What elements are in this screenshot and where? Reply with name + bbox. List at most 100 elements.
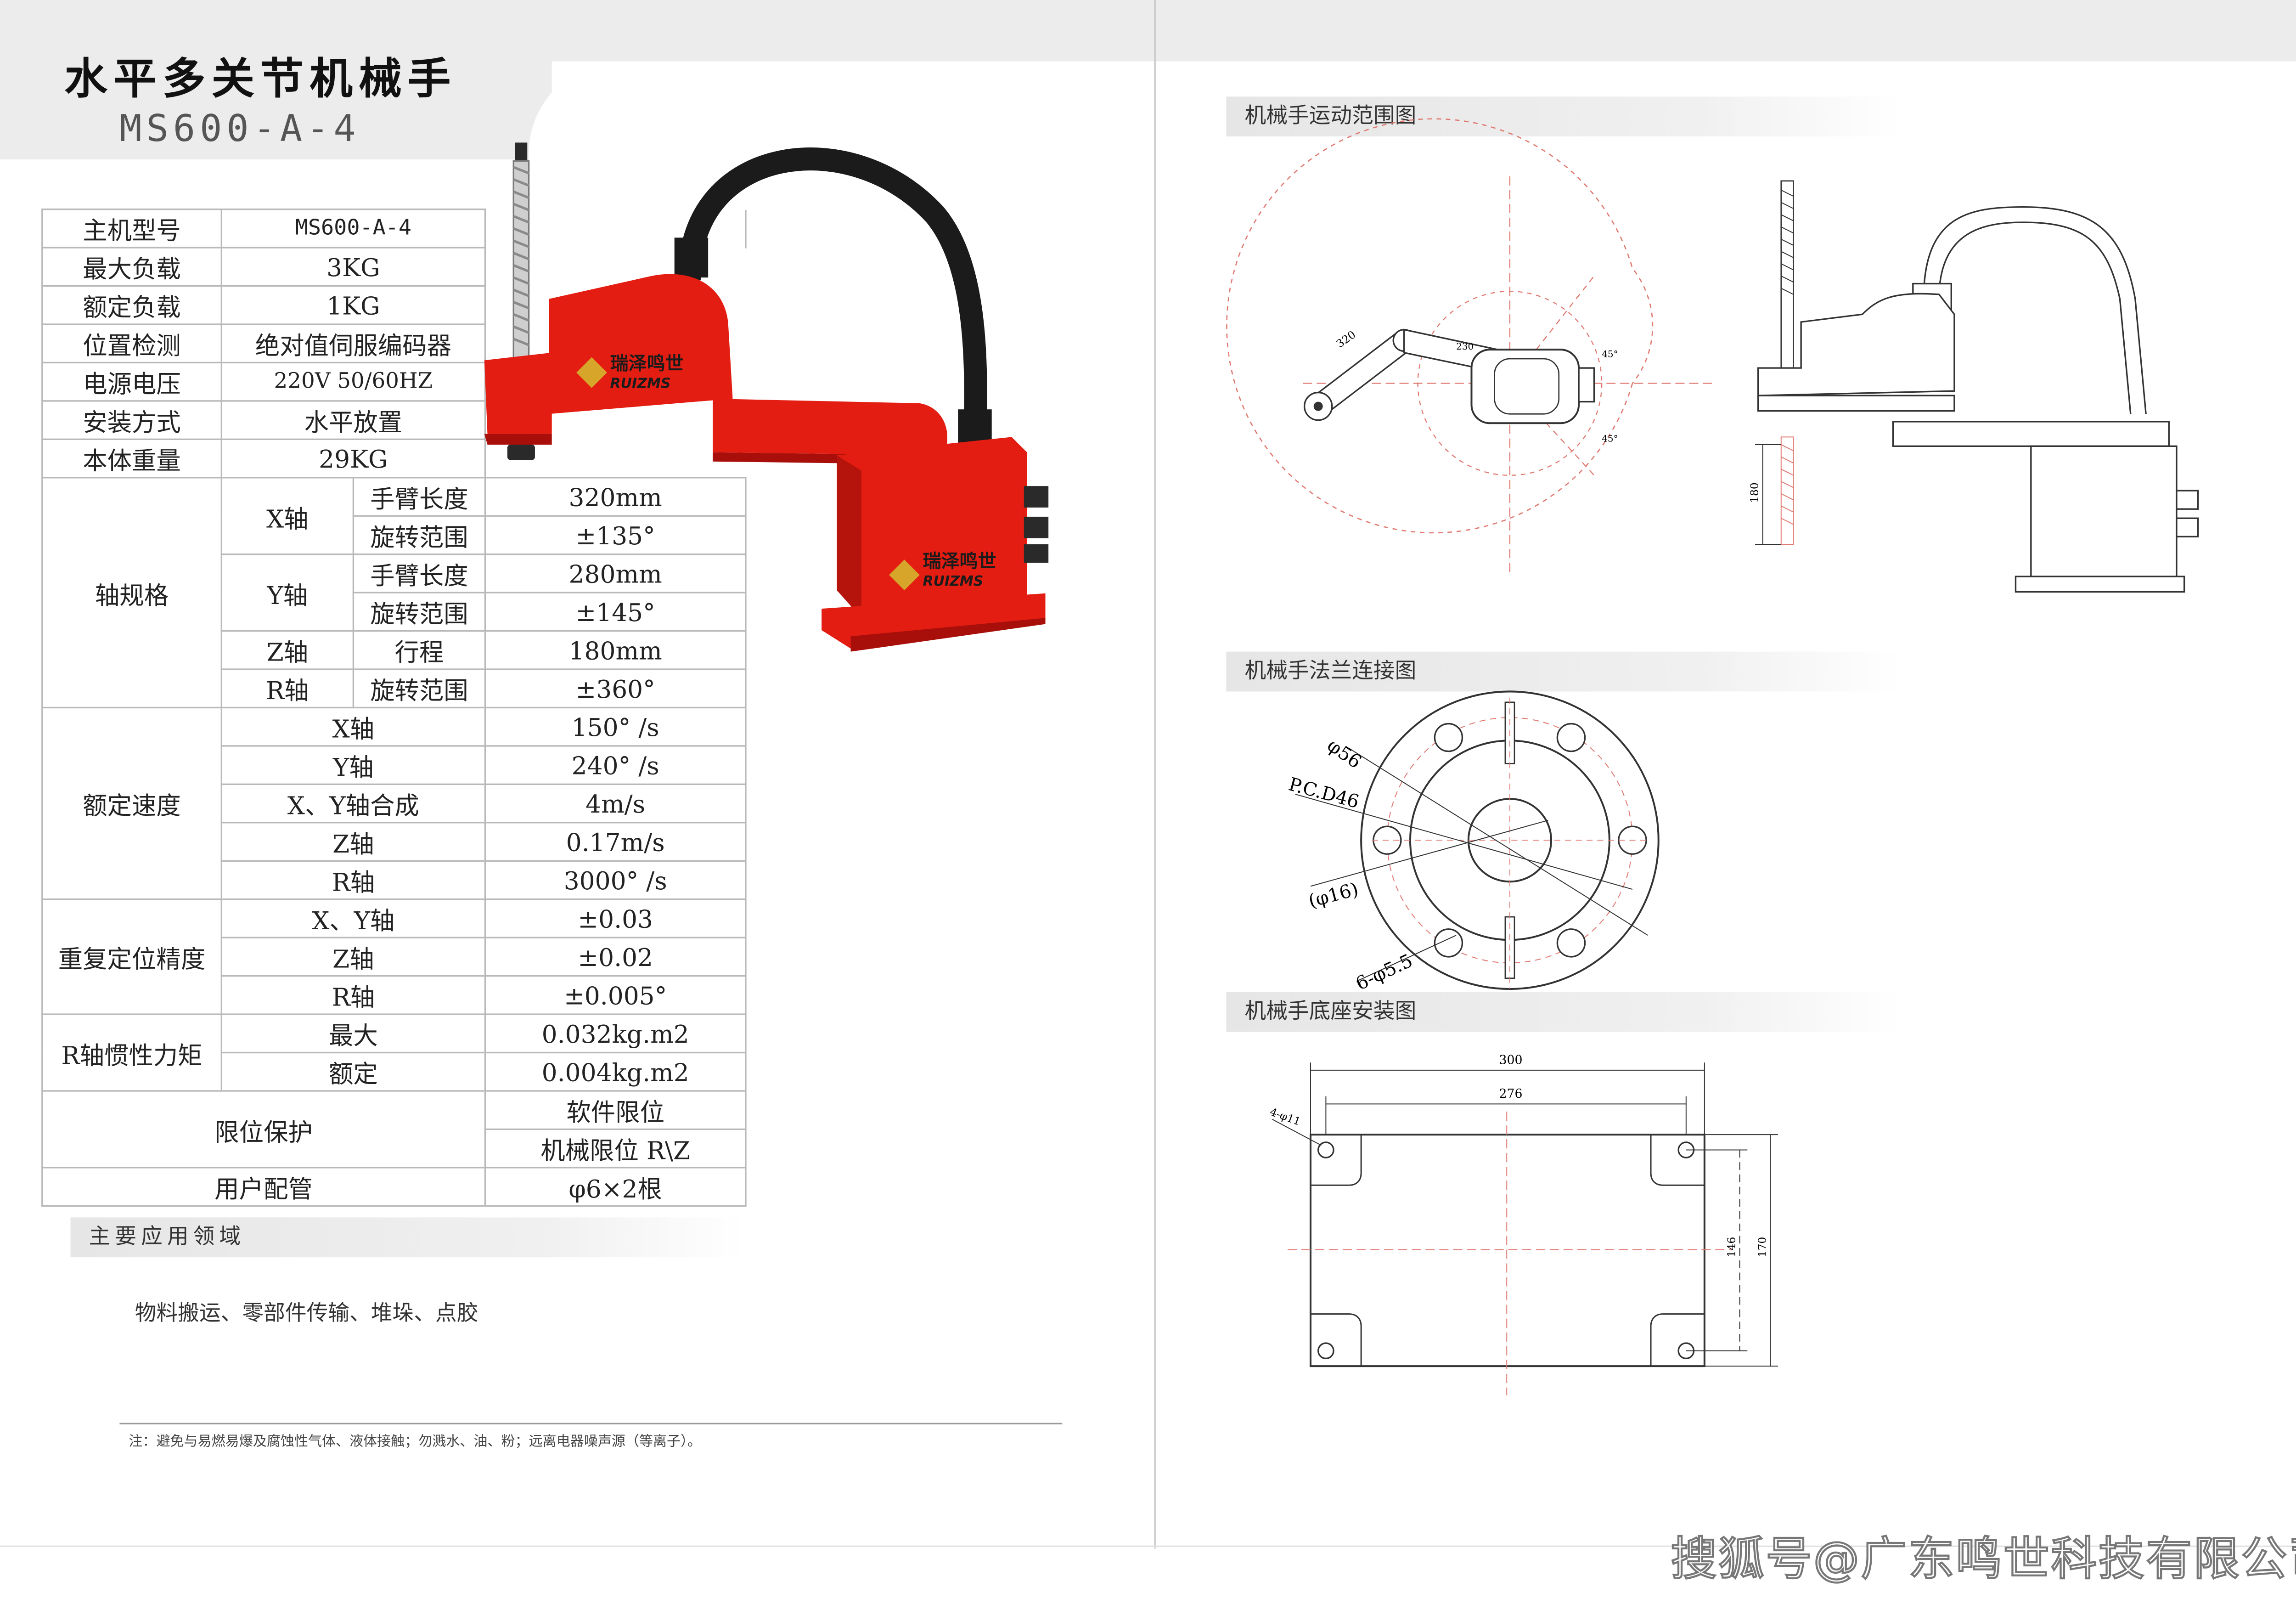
spec-value: 0.17m/s [484,822,747,862]
side-connector [1024,544,1049,563]
arm-front-block [484,352,552,434]
brand-mark-icon [576,357,607,388]
table-row: 额定速度 X轴 150° /s [41,706,747,900]
spec-value: ±360° [484,668,747,709]
spec-value: 0.032kg.m2 [484,1013,747,1054]
brand-logo-arm: 瑞泽鸣世 RUIZMS [576,352,684,392]
title-gray-band [0,0,552,160]
spec-sub-label: X轴 [220,706,486,747]
spec-value: ±145° [484,592,747,632]
base-heading: 机械手底座安装图 [1244,1000,1417,1024]
holes-label: 6-φ5.5 [1353,950,1416,994]
spec-sub-label: R轴 [220,860,486,900]
leader-line [1348,748,1648,936]
cable-connector-top [674,237,709,278]
mounting-hole [1317,1141,1334,1158]
spec-value: ±135° [484,515,747,555]
table-row: R轴惯性力矩 最大 0.032kg.m2 [41,1013,747,1092]
shaft-extension-outline [1780,436,1794,545]
spec-value: 220V 50/60HZ [220,361,486,402]
lower-arm [713,398,947,456]
table-row: 用户配管 φ6×2根 [41,1167,747,1207]
spec-value: 软件限位 [484,1090,747,1130]
safety-note: 注：避免与易燃易爆及腐蚀性气体、液体接触；勿溅水、油、粉；远离电器噪声源（等离子… [129,1435,702,1451]
arm-joint-center [1313,401,1323,411]
spec-value: ±0.03 [484,898,747,938]
base-plate-shadow [850,618,1046,652]
pcd-label: P.C.D46 [1286,774,1361,813]
spec-sub-label: Y轴 [220,745,486,785]
side-connector [1024,516,1049,538]
applications-text: 物料搬运、零部件传输、堆垛、点胶 [135,1301,478,1327]
spec-value: 绝对值伺服编码器 [220,323,486,364]
flange-heading: 机械手法兰连接图 [1244,659,1417,684]
hole-height-label: 146 [1725,1237,1738,1258]
robot-illustration: 瑞泽鸣世 RUIZMS 瑞泽鸣世 RUIZMS [484,142,1049,652]
base-mounting-drawing: 300 276 4-φ11 146 170 [1268,1053,1778,1395]
spec-sub-label: 旋转范围 [352,515,486,555]
spec-label: 本体重量 [41,438,223,479]
spec-sub-label: Z轴 [220,822,486,862]
table-row: 重复定位精度 X、Y轴 ±0.03 [41,898,747,1015]
table-row: Z轴 ±0.02 [42,937,747,977]
spec-label: 最大负载 [41,247,223,287]
side-connector [1024,486,1049,508]
spec-value: 29KG [220,438,486,479]
spec-value: 240° /s [484,745,747,785]
page-bottom-line [0,1545,2296,1548]
watermark: 搜狐号@广东鸣世科技有限公司 [1670,1532,2296,1588]
spec-sub-label: 最大 [220,1013,486,1054]
angle-label: 45° [1602,433,1618,444]
spec-value: 280mm [484,553,747,593]
base-column-side [837,455,861,618]
cable-outline [1923,206,2147,414]
spec-value: 180mm [484,630,747,670]
base-column [837,437,1027,618]
spec-value: 150° /s [484,706,747,747]
base-body-top-view [1470,349,1580,424]
base-connector [1578,367,1595,403]
leader-line [1272,1118,1322,1146]
robot-side-view-drawing: 180 [1748,180,2199,593]
spec-value: 3000° /s [484,860,747,900]
spec-value: 320mm [484,477,747,517]
upper-arm-base-outline [1757,395,1955,412]
spec-label: 电源电压 [41,361,223,402]
leader-line [1295,794,1633,890]
spec-value: ±0.005° [484,975,747,1015]
bore-label: (φ16) [1306,879,1361,912]
table-row: 旋转范围 ±135° [42,515,747,555]
table-row: 额定 0.004kg.m2 [42,1051,747,1092]
lower-arm-outline [1892,421,2170,447]
shaft-thread [513,166,529,346]
brand-name-en: RUIZMS [610,376,671,392]
table-row: 安装方式 水平放置 [41,400,746,441]
flange-heading-bar: 机械手法兰连接图 [1226,651,1901,692]
base-heading-bar: 机械手底座安装图 [1226,992,1901,1032]
base-plate-outline [1309,1134,1705,1367]
hole-spacing-label: 276 [1499,1087,1523,1101]
cable-loop [678,147,987,449]
base-column-outline [2030,445,2178,577]
brand-name-cn: 瑞泽鸣世 [923,550,996,572]
base-inner-outline [1494,358,1560,415]
table-row: R轴 ±0.005° [42,975,747,1015]
spec-sub-label: 手臂长度 [352,477,486,517]
table-row: Z轴 0.17m/s [42,822,747,862]
axis-name: R轴 [220,668,355,709]
page-fold-line [1154,0,1156,1549]
spec-value: 1KG [220,285,486,325]
table-row: R轴 旋转范围 ±360° [42,668,747,709]
cable-outline-inner [1938,221,2132,414]
table-row: 限位保护 软件限位 [41,1090,747,1169]
base-plate-outline [2015,576,2185,593]
angle-label: 45° [1602,349,1618,360]
tool-flange [507,445,535,460]
shaft-thread-outline [1781,190,1794,295]
spec-sub-label: 额定 [220,1051,486,1092]
spec-sub-label: 行程 [352,630,486,670]
outer-diameter-label: φ56 [1323,734,1365,773]
arm-front-shadow [484,434,552,445]
bolt-hole [1556,723,1586,752]
spec-sub-label: 旋转范围 [352,668,486,709]
